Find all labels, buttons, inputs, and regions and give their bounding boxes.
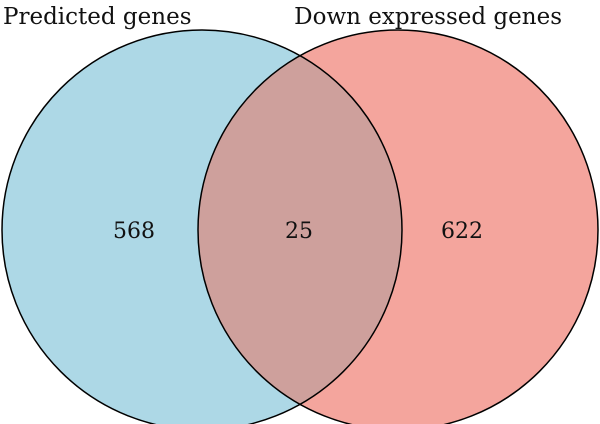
down-expressed-only-count: 622 [441,219,483,244]
predicted-only-count: 568 [113,219,155,244]
predicted-genes-outline [1,29,403,424]
down-expressed-genes-outline [197,29,599,424]
down-expressed-genes-title: Down expressed genes [294,4,562,30]
intersection-region [198,30,402,424]
predicted-genes-title: Predicted genes [3,4,192,30]
intersection-count: 25 [285,219,313,244]
